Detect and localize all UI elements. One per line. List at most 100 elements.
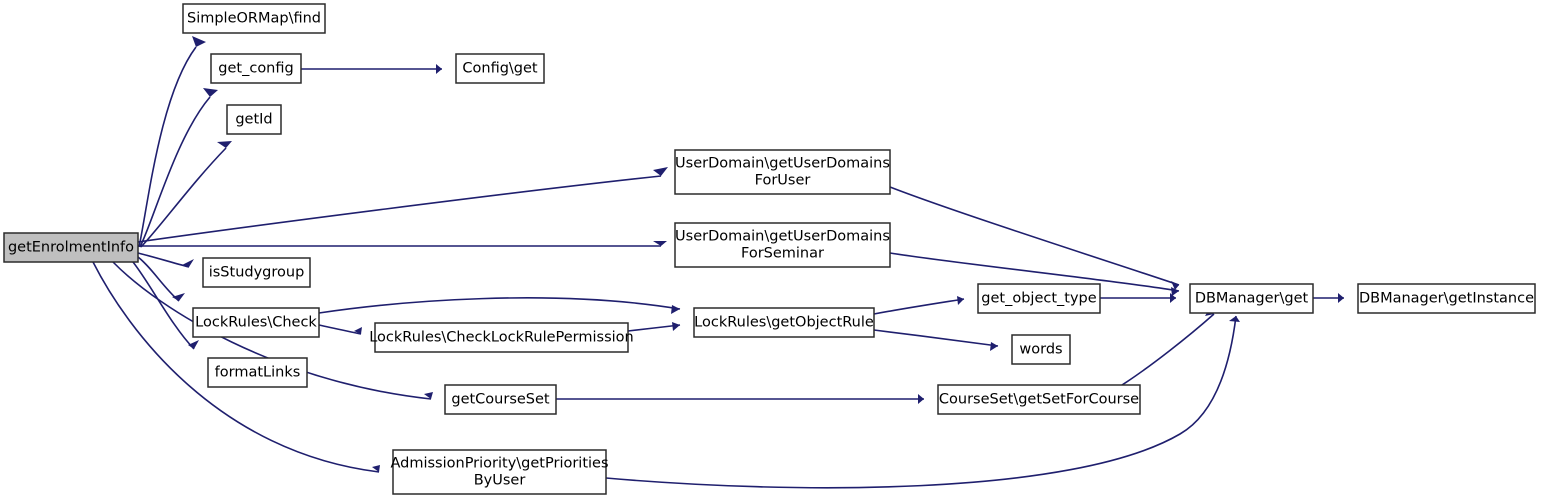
graph-node-getEnrolmentInfo[interactable]: getEnrolmentInfo [3, 232, 139, 263]
edge-line [873, 329, 999, 347]
call-edge-get_object_type-to-DBManagerGet [1100, 293, 1176, 303]
node-box[interactable] [192, 307, 320, 338]
graph-node-CourseSetGetSetForCourse[interactable]: CourseSet\getSetForCourse [937, 384, 1141, 415]
graph-node-words[interactable]: words [1011, 334, 1071, 365]
arrowhead-icon [182, 259, 194, 267]
nodes-layer: getEnrolmentInfo SimpleORMap\find get_conf… [3, 3, 1536, 495]
call-edge-getEnrolmentInfo-to-get_config [139, 88, 218, 248]
call-edge-DBManagerGet-to-DBManagerGetInstance [1313, 293, 1344, 303]
call-edge-CourseSetGetSetForCourse-to-DBManagerGet [1121, 306, 1215, 386]
graph-node-LockRulesCheck[interactable]: LockRules\Check [192, 307, 320, 338]
call-edge-UserDomainForUser-to-DBManagerGet [889, 186, 1180, 290]
node-box[interactable] [182, 3, 326, 34]
node-label: LockRules\Check [195, 315, 317, 331]
edge-line [140, 147, 227, 248]
node-label: UserDomain\getUserDomains [675, 156, 890, 172]
edge-line [889, 186, 1180, 286]
graph-node-getCourseSet[interactable]: getCourseSet [444, 384, 557, 415]
edge-line [138, 46, 197, 248]
edge-line [873, 298, 965, 315]
node-box[interactable] [1011, 334, 1071, 365]
edges-layer [92, 36, 1344, 489]
node-box[interactable] [1189, 283, 1314, 314]
node-box[interactable] [210, 53, 302, 84]
call-edge-getEnrolmentInfo-to-formatLinks [132, 261, 199, 350]
call-edge-getEnrolmentInfo-to-LockRulesCheck [137, 256, 185, 302]
node-label: Config\get [462, 61, 538, 77]
arrowhead-icon [1229, 316, 1240, 322]
node-label: UserDomain\getUserDomains [675, 229, 890, 245]
node-box[interactable] [693, 307, 875, 338]
node-box[interactable] [444, 384, 557, 415]
node-label: ForSeminar [741, 246, 824, 262]
arrowhead-icon [1171, 281, 1179, 290]
call-edge-LockRulesGetObjectRule-to-words [873, 329, 999, 351]
arrowhead-icon [354, 327, 362, 334]
arrowhead-icon [653, 167, 668, 176]
node-box[interactable] [374, 322, 629, 353]
node-label: LockRules\CheckLockRulePermission [369, 330, 634, 346]
graph-node-formatLinks[interactable]: formatLinks [207, 357, 308, 388]
node-label: getId [235, 112, 272, 128]
call-edge-getEnrolmentInfo-to-getId [140, 141, 232, 248]
node-box[interactable] [674, 222, 891, 268]
node-label: ByUser [474, 473, 526, 489]
node-box[interactable] [392, 449, 607, 495]
call-edge-AdmissionPriority-to-DBManagerGet [605, 315, 1240, 489]
edge-line [605, 315, 1237, 489]
arrowhead-icon [217, 141, 232, 148]
call-edge-getEnrolmentInfo-to-isStudygroup [137, 252, 194, 268]
edge-line [318, 297, 681, 314]
node-box[interactable] [937, 384, 1141, 415]
arrowhead-icon [192, 36, 206, 47]
node-label: AdmissionPriority\getPriorities [390, 456, 608, 472]
graph-node-getId[interactable]: getId [226, 104, 282, 135]
graph-node-LockRulesCheckPermission[interactable]: LockRules\CheckLockRulePermission [369, 322, 634, 353]
arrowhead-icon [1171, 287, 1179, 296]
node-box[interactable] [226, 104, 282, 135]
arrowhead-icon [1338, 293, 1344, 303]
node-box[interactable] [207, 357, 308, 388]
edge-line [889, 252, 1180, 292]
graph-node-SimpleORMapFind[interactable]: SimpleORMap\find [182, 3, 326, 34]
call-edge-LockRulesCheck-to-LockRulesGetObjectRule [318, 297, 681, 314]
node-label: ForUser [755, 173, 811, 189]
node-label: LockRules\getObjectRule [694, 315, 874, 331]
node-label: DBManager\getInstance [1359, 291, 1534, 307]
edge-line [318, 324, 362, 335]
call-edge-getEnrolmentInfo-to-UserDomainForSeminar [137, 241, 667, 247]
graph-node-DBManagerGetInstance[interactable]: DBManager\getInstance [1357, 283, 1536, 314]
node-box[interactable] [977, 283, 1101, 314]
call-edge-getEnrolmentInfo-to-getCourseSet [112, 261, 433, 400]
call-edge-get_config-to-ConfigGet [301, 64, 442, 74]
node-box[interactable] [3, 232, 139, 263]
node-box[interactable] [202, 257, 311, 288]
edge-line [92, 261, 380, 473]
graph-node-DBManagerGet[interactable]: DBManager\get [1189, 283, 1314, 314]
call-edge-getCourseSet-to-CourseSetGetSetForCourse [556, 394, 924, 404]
graph-node-get_config[interactable]: get_config [210, 53, 302, 84]
arrowhead-icon [188, 340, 199, 349]
node-box[interactable] [1357, 283, 1536, 314]
call-edge-LockRulesCheck-to-LockRulesCheckPermission [318, 324, 362, 335]
edge-line [132, 261, 195, 350]
graph-node-get_object_type[interactable]: get_object_type [977, 283, 1101, 314]
edge-line [137, 252, 190, 268]
graph-node-isStudygroup[interactable]: isStudygroup [202, 257, 311, 288]
arrowhead-icon [172, 293, 185, 301]
arrowhead-icon [653, 241, 667, 246]
edge-line [137, 175, 662, 243]
graph-node-ConfigGet[interactable]: Config\get [455, 53, 545, 84]
edge-line [1121, 313, 1215, 386]
arrowhead-icon [436, 64, 442, 74]
edge-line [627, 324, 681, 332]
arrowhead-icon [1170, 293, 1176, 303]
node-label: getCourseSet [451, 392, 550, 408]
graph-node-LockRulesGetObjectRule[interactable]: LockRules\getObjectRule [693, 307, 875, 338]
node-box[interactable] [455, 53, 545, 84]
node-box[interactable] [674, 149, 891, 195]
